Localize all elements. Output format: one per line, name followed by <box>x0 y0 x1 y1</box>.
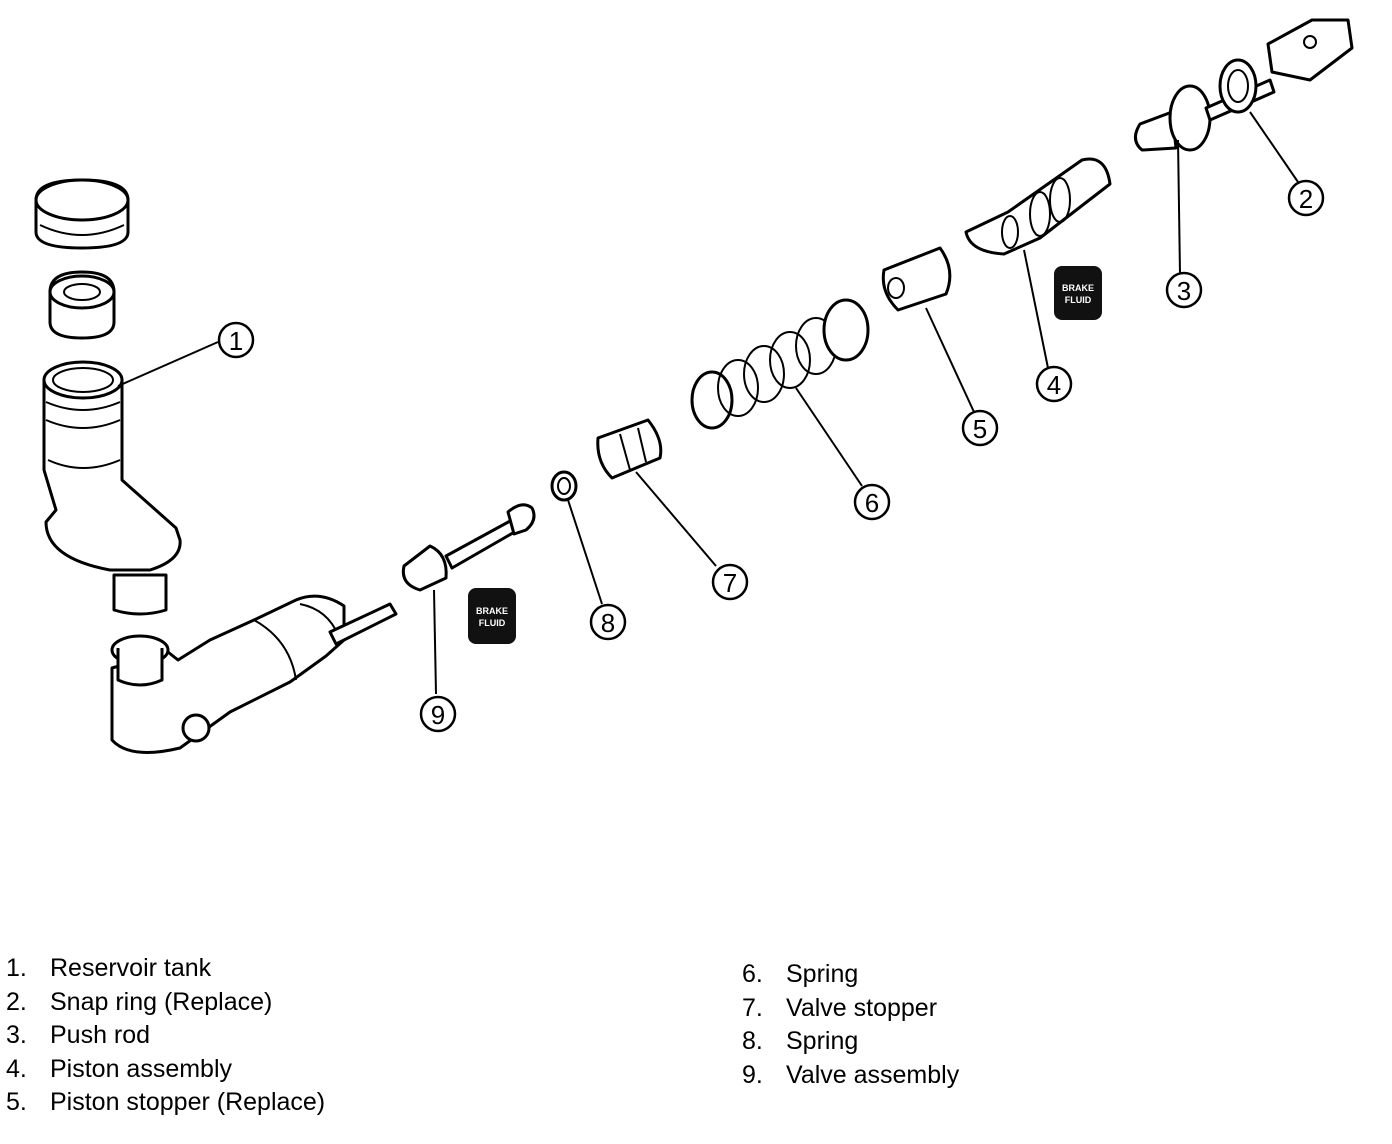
leader-lines <box>117 111 1299 695</box>
reservoir-seal <box>48 270 116 340</box>
callout-8: 8 <box>589 603 627 641</box>
svg-text:BRAKE: BRAKE <box>1062 283 1094 293</box>
legend-label: Valve stopper <box>786 993 938 1022</box>
legend-label: Valve assembly <box>786 1060 960 1089</box>
small-spring <box>550 470 578 502</box>
legend-label: Spring <box>786 1027 859 1056</box>
legend-number: 1. <box>6 954 27 982</box>
legend-item: 4. Piston assembly <box>6 1053 325 1087</box>
callout-9: 9 <box>419 695 457 733</box>
cylinder-body <box>110 594 398 754</box>
svg-text:BRAKE: BRAKE <box>476 606 508 616</box>
legend-label: Piston assembly <box>50 1054 233 1083</box>
svg-text:8: 8 <box>601 608 615 638</box>
exploded-parts-diagram: BRAKE FLUID BRAKE FLUID <box>34 18 1354 754</box>
svg-text:5: 5 <box>973 414 987 444</box>
legend-number: 8. <box>742 1027 763 1056</box>
callout-5: 5 <box>961 409 999 447</box>
legend-label: Push rod <box>50 1021 151 1050</box>
svg-text:7: 7 <box>723 568 737 598</box>
brake-fluid-jar-1: BRAKE FLUID <box>468 588 516 644</box>
svg-text:3: 3 <box>1177 276 1191 306</box>
legend-right: 6. Spring 7. Valve stopper 8. Spring 9. … <box>742 958 959 1092</box>
legend-label: Spring <box>786 960 859 988</box>
legend-item: 6. Spring <box>742 958 959 992</box>
legend-item: 2. Snap ring (Replace) <box>6 986 325 1020</box>
legend-item: 7. Valve stopper <box>742 992 959 1026</box>
callout-3: 3 <box>1165 271 1203 309</box>
callout-6: 6 <box>853 483 891 521</box>
callout-7: 7 <box>711 563 749 601</box>
legend-number: 2. <box>6 987 27 1016</box>
legend-number: 6. <box>742 960 763 988</box>
legend-number: 3. <box>6 1021 27 1050</box>
legend-left: 1. Reservoir tank 2. Snap ring (Replace)… <box>6 952 325 1120</box>
legend-label: Piston stopper (Replace) <box>50 1088 326 1117</box>
valve-assembly <box>401 503 536 592</box>
legend-number: 7. <box>742 993 763 1022</box>
clevis <box>1266 18 1354 82</box>
svg-text:1: 1 <box>229 326 243 356</box>
legend-item: 1. Reservoir tank <box>6 952 325 986</box>
svg-text:FLUID: FLUID <box>1065 295 1092 305</box>
reservoir-tank <box>42 360 182 616</box>
legend-label: Snap ring (Replace) <box>50 987 273 1016</box>
callout-4: 4 <box>1035 365 1073 403</box>
callout-1: 1 <box>217 321 255 359</box>
svg-text:6: 6 <box>865 488 879 518</box>
svg-text:9: 9 <box>431 700 445 730</box>
svg-text:4: 4 <box>1047 370 1061 400</box>
legend-number: 4. <box>6 1054 27 1083</box>
piston-stopper <box>881 246 952 312</box>
legend-item: 5. Piston stopper (Replace) <box>6 1086 325 1120</box>
large-spring <box>690 298 870 430</box>
legend-item: 8. Spring <box>742 1025 959 1059</box>
callout-2: 2 <box>1287 179 1325 217</box>
brake-fluid-jar-2: BRAKE FLUID <box>1054 266 1102 320</box>
legend-item: 3. Push rod <box>6 1019 325 1053</box>
piston-assembly <box>964 157 1112 256</box>
snap-ring <box>1218 58 1258 114</box>
valve-stopper <box>596 418 663 480</box>
svg-text:2: 2 <box>1299 184 1313 214</box>
legend-number: 9. <box>742 1060 763 1089</box>
legend-number: 5. <box>6 1088 27 1117</box>
legend-item: 9. Valve assembly <box>742 1059 959 1093</box>
reservoir-cap <box>34 178 130 250</box>
svg-text:FLUID: FLUID <box>479 618 506 628</box>
legend-label: Reservoir tank <box>50 954 212 982</box>
